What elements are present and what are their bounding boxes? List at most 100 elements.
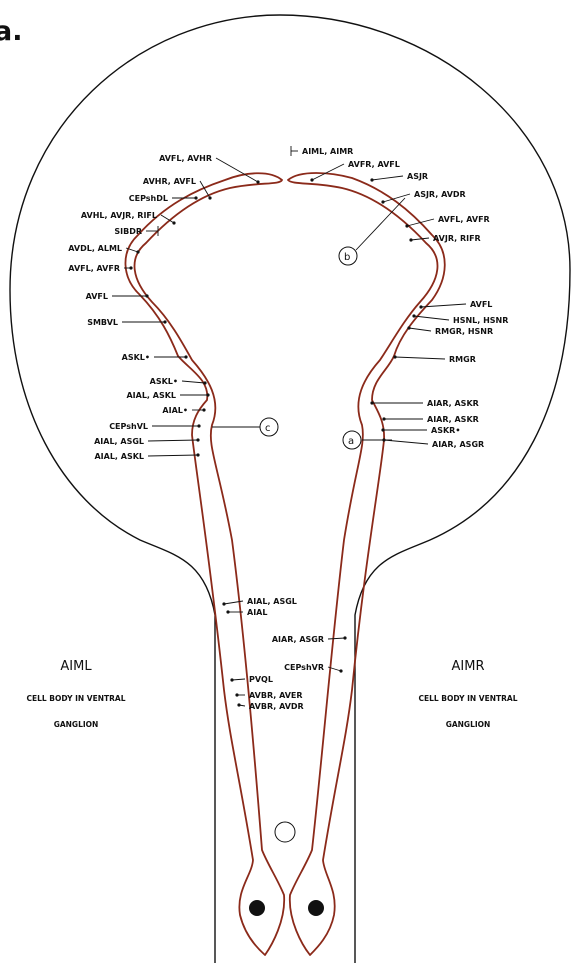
synapse-dot [419,305,422,308]
synapse-label-l5: ASJR [370,172,428,182]
synapse-label-text: PVQL [249,675,273,684]
synapse-leader-line [414,316,449,320]
synapse-label-text: AIAR, ASGR [432,440,484,449]
synapse-label-text: AVFL [470,300,492,309]
synapse-dot [412,314,415,317]
synapse-label-text: AIAL, ASGL [247,597,297,606]
synapse-label-l22: AIAR, ASKR [370,399,478,408]
synapse-dot [343,636,346,639]
open-circle [275,822,295,842]
synapse-label-l27: CEPshVL [109,422,200,431]
synapse-dot [196,438,199,441]
synapse-label-text: AIAR, ASGR [272,635,324,644]
right-cell-line2: GANGLION [446,720,491,729]
panel-letter: a. [0,16,22,47]
aimr-cell-body [308,900,324,916]
synapse-dot [256,180,259,183]
synapse-label-l24: AIAR, ASKR [382,415,478,424]
synapse-label-l18: RMGR, HSNR [407,326,493,336]
left-cell-name: AIML [60,659,92,674]
synapse-dot [407,326,410,329]
synapse-label-text: AVDL, ALML [68,244,122,253]
synapse-dot [370,178,373,181]
right-cell-name: AIMR [452,659,485,674]
synapse-dot [310,178,313,181]
synapse-label-text: AVHR, AVFL [143,177,196,186]
left-process-aiml [125,173,284,955]
synapse-label-text: AIAL, ASKL [126,391,176,400]
synapse-label-text: AVFL, AVFR [438,215,490,224]
synapse-dot [230,678,233,681]
synapse-label-text: AVBR, AVDR [249,702,304,711]
synapse-label-l11: AVJR, RIFR [409,234,480,243]
synapse-dot [393,355,396,358]
synapse-dot [202,408,205,411]
left-cell-line2: GANGLION [54,720,99,729]
synapse-label-text: CEPshDL [129,194,168,203]
synapse-label-l32: AIAL [226,608,267,617]
marker-b: b [339,198,405,265]
synapse-dot [381,428,384,431]
synapse-label-text: ASJR [407,172,428,181]
synapse-label-l36: AVBR, AVER [235,691,302,700]
synapse-dot [409,238,412,241]
synapse-label-l37: AVBR, AVDR [237,702,303,711]
marker-c-label: c [265,423,271,434]
synapse-label-text: RMGR [449,355,476,364]
synapse-label-text: CEPshVL [109,422,148,431]
synapse-label-text: ASKR• [431,426,460,435]
synapse-dot [370,401,373,404]
synapse-label-l34: CEPshVR [284,663,342,673]
synapse-dot [194,196,197,199]
synapse-label-l1: AIML, AIMR [291,146,353,156]
synapse-dot [405,224,408,227]
synapse-leader-line [148,440,198,441]
synapse-label-text: AVFR, AVFL [348,160,400,169]
right-cell-line1: CELL BODY IN VENTRAL [419,694,518,703]
synapse-label-l17: SMBVL [87,318,166,327]
synapse-label-text: AIAL, ASGL [94,437,144,446]
synapse-dot [196,453,199,456]
synapse-leader-line [328,638,345,639]
synapse-label-text: ASKL• [122,353,150,362]
body-outline [10,15,570,963]
synapse-label-l10: SIBDR [114,226,158,236]
synapse-dot [382,438,385,441]
synapse-leader-line [384,440,428,444]
synapse-leader-line [232,679,245,680]
synapse-label-l20: RMGR [393,355,475,364]
synapse-dot [235,693,238,696]
synapse-label-text: AVFL [86,292,108,301]
synapse-label-text: SIBDR [114,227,142,236]
synapse-label-l33: AIAR, ASGR [272,635,347,644]
synapse-label-l7: ASJR, AVDR [381,190,465,204]
marker-c: c [212,418,278,436]
synapse-leader-line [407,219,434,226]
synapse-dot [226,610,229,613]
synapse-dot [206,393,209,396]
synapse-label-text: AIAR, ASKR [427,399,479,408]
synapse-leader-line [216,158,258,182]
synapse-dot [145,294,148,297]
synapse-leader-line [395,357,445,359]
right-process-aimr [288,173,445,955]
synapse-label-l23: AIAL, ASKL [126,391,209,400]
synapse-dot [203,381,206,384]
synapse-label-text: AIAR, ASKR [427,415,479,424]
synapse-dot [163,320,166,323]
synapse-label-l28: AIAR, ASGR [382,438,484,449]
synapse-dot [382,417,385,420]
synapse-label-text: AVBR, AVER [249,691,303,700]
synapse-leader-line [312,164,344,180]
synapse-dot [237,703,240,706]
synapse-dot [184,355,187,358]
synapse-leader-line [372,176,403,180]
marker-b-label: b [344,252,350,263]
aiml-cell-body [249,900,265,916]
synapse-dot [172,221,175,224]
marker-a-label: a [348,436,354,447]
synapse-label-text: AIAL [247,608,267,617]
synapse-dot [136,250,139,253]
synapse-label-l31: AIAL, ASGL [222,597,297,606]
